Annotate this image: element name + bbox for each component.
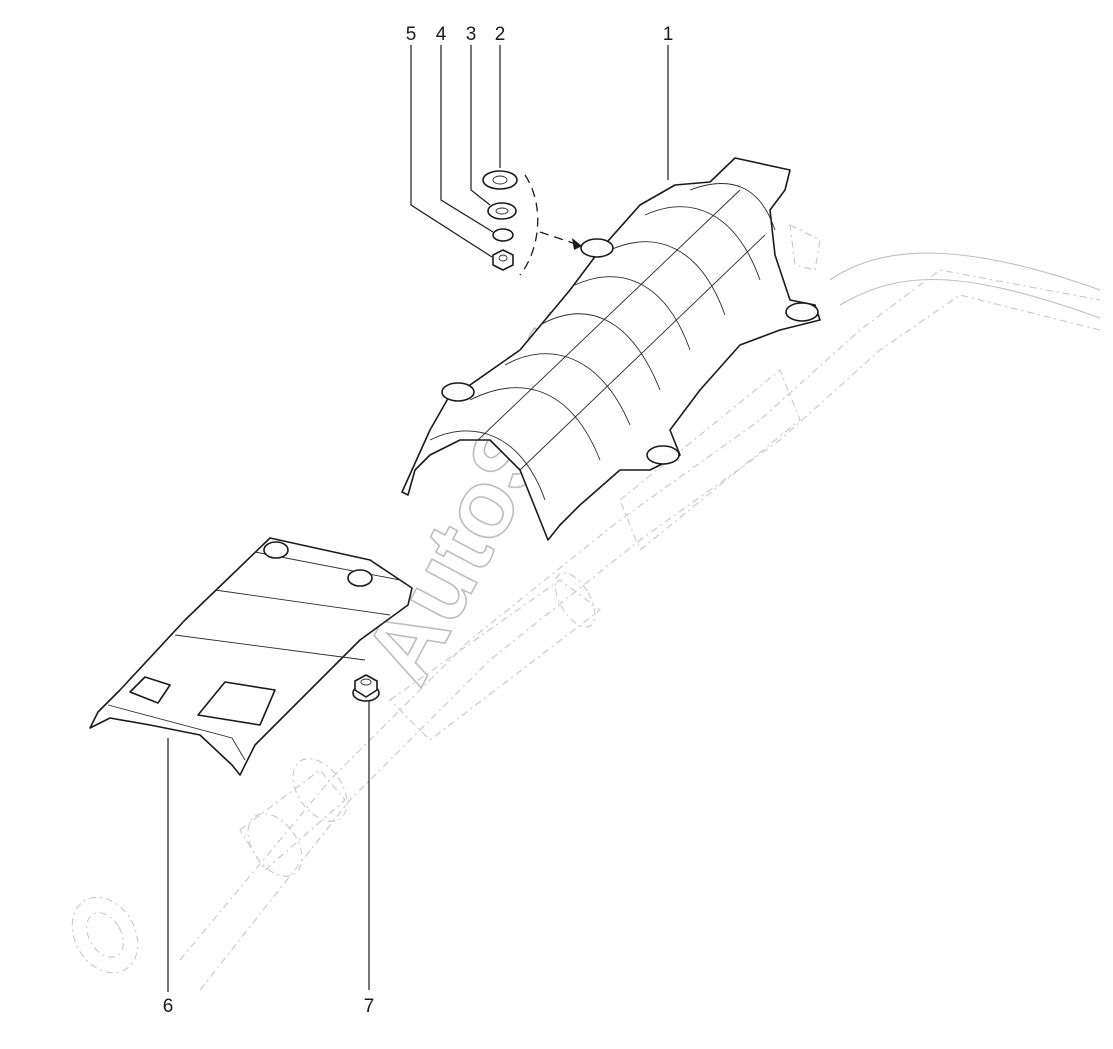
- callout-3: 3: [466, 24, 477, 45]
- shield-pad: [129, 676, 171, 704]
- shield-mount-hole: [441, 382, 475, 402]
- exhaust-pipe-ghost: [71, 224, 1101, 991]
- spacer-washer: [487, 202, 517, 220]
- shield-pad: [197, 681, 276, 726]
- callout-numbers: 1 2 3 4 5 6 7: [163, 24, 674, 1017]
- leader-lines: [167, 45, 669, 992]
- callout-4: 4: [436, 24, 447, 45]
- callout-6: 6: [163, 996, 174, 1017]
- callout-2: 2: [495, 24, 506, 45]
- spring-washer: [492, 228, 514, 242]
- flange-nut: [352, 674, 380, 702]
- rear-heat-shield: [401, 157, 821, 541]
- shield-mount-hole: [263, 541, 289, 559]
- hex-nut: [492, 249, 514, 271]
- leader-line-4: [440, 45, 494, 233]
- callout-5: 5: [406, 24, 417, 45]
- shield-mount-hole: [347, 569, 373, 587]
- leader-line-5: [410, 45, 493, 258]
- shield-mount-hole: [646, 445, 680, 465]
- callout-7: 7: [364, 996, 375, 1017]
- front-heat-shield: [89, 537, 413, 776]
- fastener-stack: [482, 170, 583, 276]
- shield-mount-hole: [580, 238, 614, 258]
- leader-line-3: [470, 45, 491, 206]
- callout-1: 1: [663, 24, 674, 45]
- shield-mount-hole: [785, 302, 819, 322]
- large-washer: [482, 170, 518, 190]
